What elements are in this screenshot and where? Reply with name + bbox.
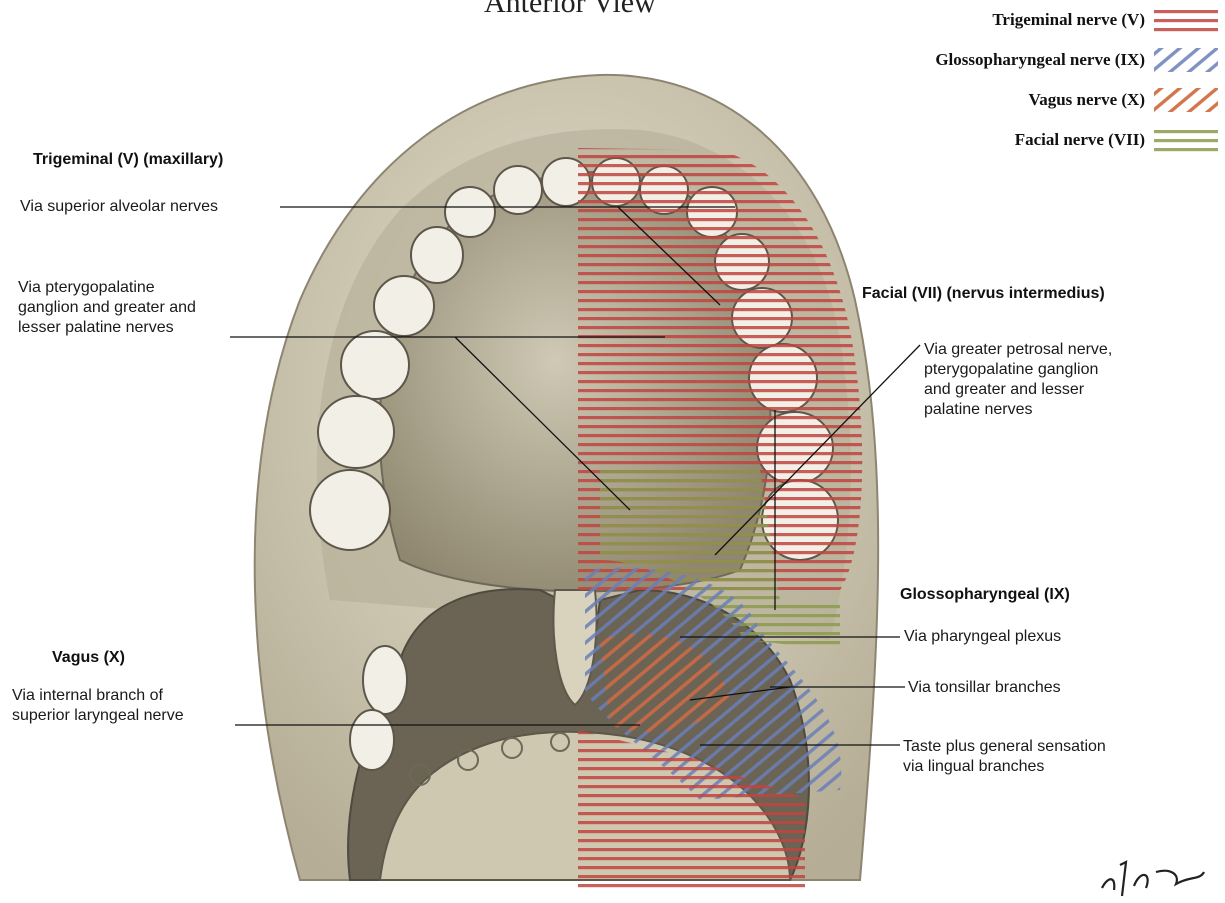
legend-label-facial: Facial nerve (VII) bbox=[1015, 130, 1145, 150]
trigeminal-heading: Trigeminal (V) (maxillary) bbox=[33, 150, 223, 170]
legend-label-vagus: Vagus nerve (X) bbox=[1029, 90, 1145, 110]
vagus-heading: Vagus (X) bbox=[52, 648, 125, 668]
lingual-label: Taste plus general sensation via lingual… bbox=[903, 737, 1106, 777]
facial-heading: Facial (VII) (nervus intermedius) bbox=[862, 284, 1105, 304]
pharyngeal-plexus-label: Via pharyngeal plexus bbox=[904, 627, 1061, 647]
internal-branch-label: Via internal branch of superior laryngea… bbox=[12, 686, 184, 726]
superior-alveolar-label: Via superior alveolar nerves bbox=[20, 197, 218, 217]
legend-label-glossopharyngeal: Glossopharyngeal nerve (IX) bbox=[935, 50, 1145, 70]
artist-signature bbox=[1102, 862, 1204, 896]
pterygopalatine-label: Via pterygopalatine ganglion and greater… bbox=[18, 278, 196, 338]
legend-swatch-glossopharyngeal bbox=[1154, 48, 1218, 72]
legend-swatch-facial bbox=[1154, 128, 1218, 152]
greater-petrosal-label: Via greater petrosal nerve, pterygopalat… bbox=[924, 340, 1112, 420]
legend-label-trigeminal: Trigeminal nerve (V) bbox=[992, 10, 1145, 30]
figure-title: Anterior View bbox=[484, 0, 656, 20]
tonsillar-label: Via tonsillar branches bbox=[908, 678, 1061, 698]
legend-swatch-vagus bbox=[1154, 88, 1218, 112]
glossopharyngeal-heading: Glossopharyngeal (IX) bbox=[900, 585, 1070, 605]
legend-swatch-trigeminal bbox=[1154, 8, 1218, 32]
nerve-territories bbox=[578, 148, 862, 890]
